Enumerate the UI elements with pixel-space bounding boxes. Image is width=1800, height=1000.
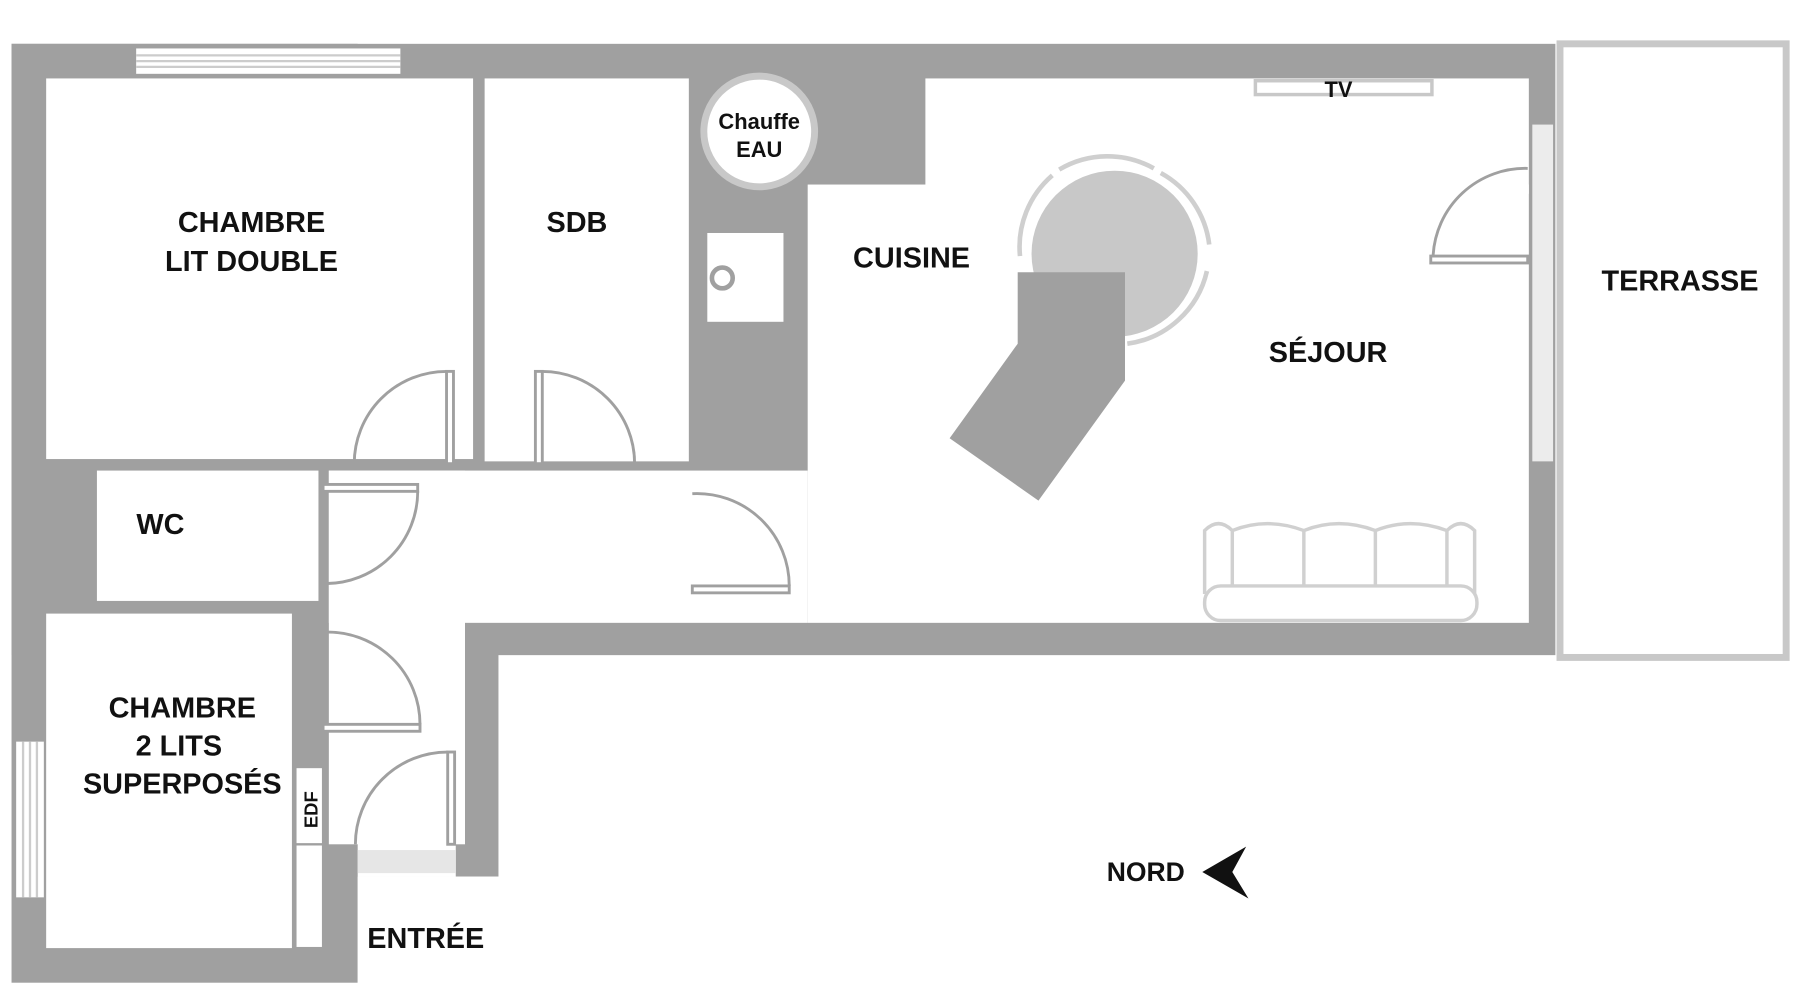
- label-chambre-double-2: LIT DOUBLE: [165, 246, 338, 278]
- room-terrasse: [1556, 40, 1790, 661]
- room-wc: [96, 470, 319, 601]
- label-edf: EDF: [300, 791, 321, 828]
- room-sdb: [484, 78, 689, 462]
- label-chambre-double-1: CHAMBRE: [178, 207, 325, 239]
- label-nord: NORD: [1107, 857, 1185, 887]
- room-chambre-double: [46, 78, 474, 460]
- label-wc: WC: [136, 509, 184, 541]
- windows: [16, 48, 1554, 898]
- water-heater: [700, 72, 819, 191]
- label-sejour: SÉJOUR: [1269, 335, 1388, 369]
- tv: [1253, 79, 1434, 97]
- sofa: [1202, 521, 1479, 623]
- label-terrasse: TERRASSE: [1601, 266, 1758, 298]
- arrow-left-icon: [1202, 846, 1249, 899]
- label-cuisine: CUISINE: [853, 243, 970, 275]
- sink: [707, 232, 784, 322]
- dining-table: [949, 154, 1212, 501]
- doors: [321, 166, 1530, 846]
- room-hall-lower: [328, 470, 465, 845]
- room-sejour-top: [925, 78, 1529, 194]
- label-chauffe: Chauffe: [718, 109, 800, 134]
- label-chambre-superposes-1: CHAMBRE: [109, 692, 256, 724]
- compass: NORD: [1107, 846, 1249, 899]
- room-chambre-superposes: [46, 613, 292, 949]
- rooms: [46, 78, 1529, 992]
- edf-cabinet: [294, 765, 325, 950]
- label-chambre-superposes-3: SUPERPOSÉS: [83, 767, 282, 801]
- label-eau: EAU: [736, 137, 782, 162]
- label-sdb: SDB: [546, 207, 607, 239]
- label-tv: TV: [1324, 77, 1352, 102]
- label-entree: ENTRÉE: [367, 921, 484, 955]
- label-chambre-superposes-2: 2 LITS: [136, 730, 223, 762]
